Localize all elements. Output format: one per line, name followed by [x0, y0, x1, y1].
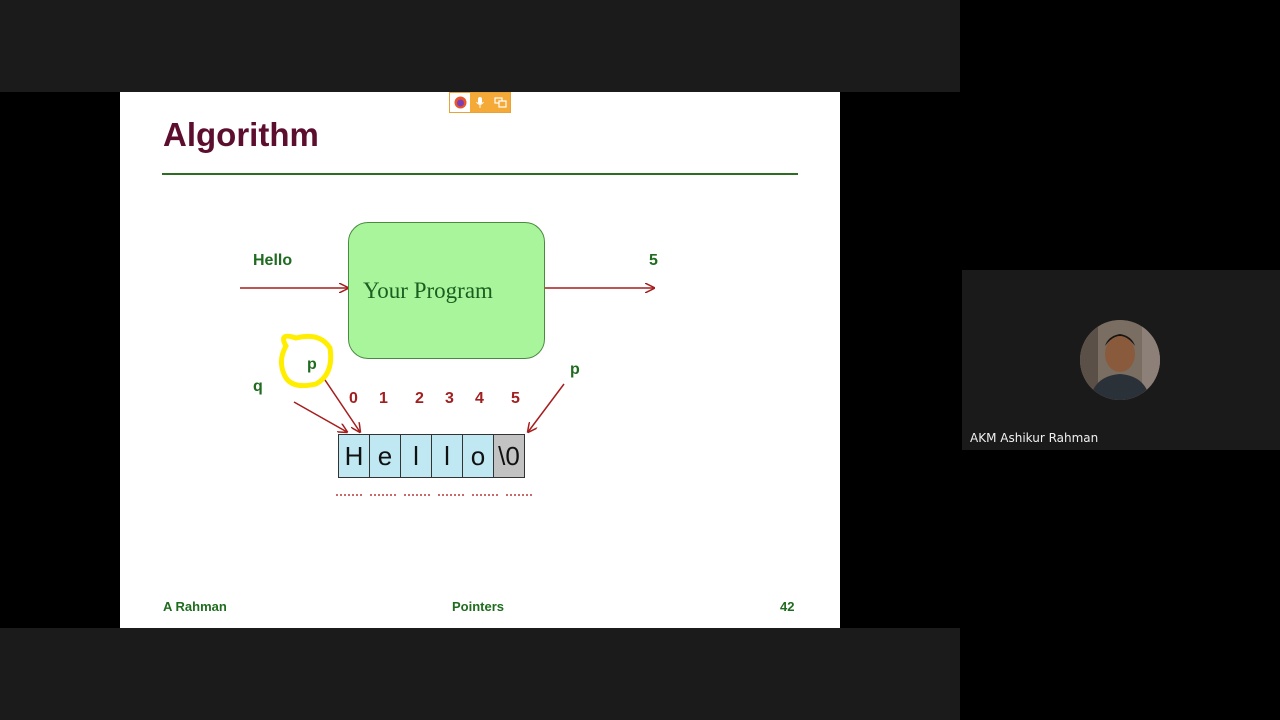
title-divider [162, 173, 798, 175]
firefox-icon[interactable] [450, 93, 470, 112]
pointer-q-label: q [253, 378, 263, 395]
array-cell: o [462, 434, 494, 478]
input-label: Hello [253, 252, 293, 269]
pointer-p-right-label: p [570, 361, 580, 378]
program-box: Your Program [348, 222, 545, 359]
index-label: 3 [445, 390, 454, 407]
letterbox-top [0, 0, 960, 92]
participant-video-tile[interactable]: AKM Ashikur Rahman [962, 270, 1280, 450]
shared-screen: Algorithm Your Program Hello 5 q p p 0 1… [0, 0, 960, 720]
footer-topic: Pointers [452, 599, 505, 614]
array-cell: H [338, 434, 370, 478]
footer-author: A Rahman [163, 599, 227, 614]
p-left-arrow [322, 376, 360, 432]
participant-avatar [1080, 320, 1160, 400]
highlight-annotation [278, 333, 334, 389]
pointer-p-left-label: p [307, 356, 317, 373]
footer-page-number: 42 [780, 599, 795, 614]
array-cell: e [369, 434, 401, 478]
index-label: 5 [511, 390, 520, 407]
p-right-arrow [528, 383, 565, 432]
diagram-arrows [240, 92, 840, 628]
microphone-icon[interactable] [470, 93, 490, 112]
index-label: 4 [475, 390, 484, 407]
output-label: 5 [649, 252, 658, 269]
faint-address-row [336, 494, 536, 500]
screen-share-toolbar [449, 92, 511, 113]
index-label: 2 [415, 390, 424, 407]
q-arrow [293, 401, 347, 432]
array-cell: l [431, 434, 463, 478]
index-label: 0 [349, 390, 358, 407]
letterbox-bottom [0, 628, 960, 720]
presentation-slide: Algorithm Your Program Hello 5 q p p 0 1… [120, 92, 840, 628]
char-array: H e l l o \0 [338, 434, 525, 478]
null-terminator-cell: \0 [493, 434, 525, 478]
program-label: Your Program [363, 277, 493, 303]
index-label: 1 [379, 390, 388, 407]
window-share-icon[interactable] [490, 93, 510, 112]
slide-title: Algorithm [163, 116, 319, 153]
array-cell: l [400, 434, 432, 478]
participant-name: AKM Ashikur Rahman [970, 431, 1099, 445]
